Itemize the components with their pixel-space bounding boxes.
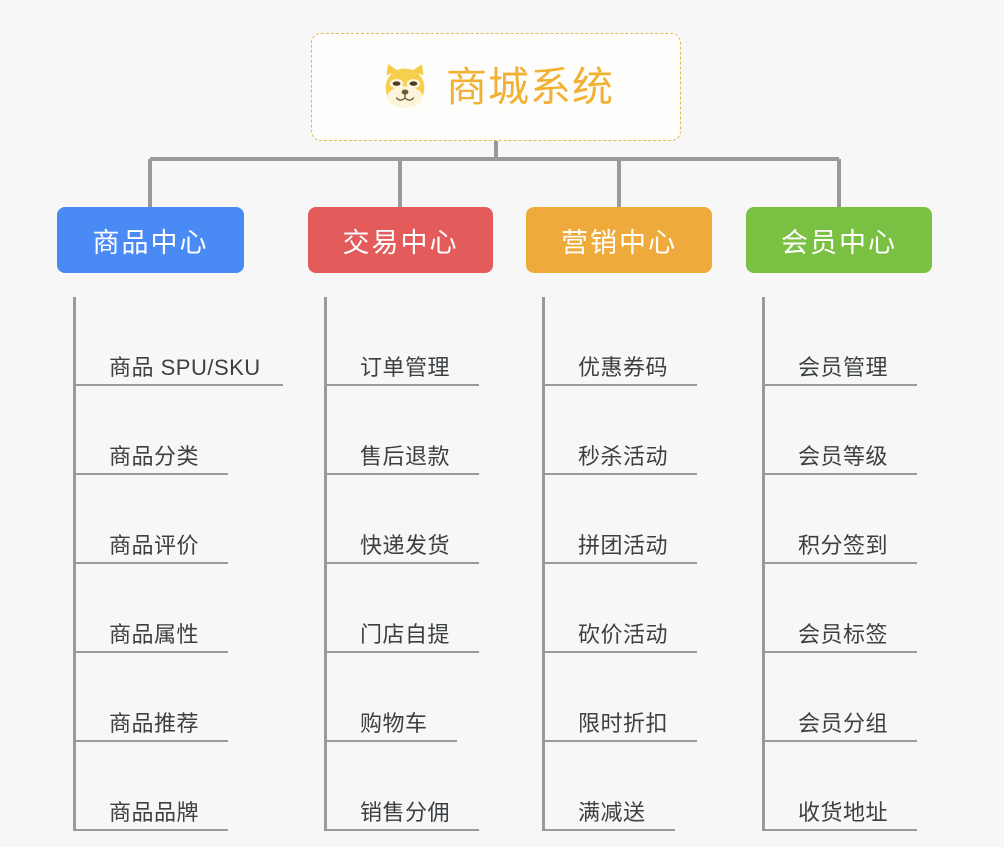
leaf-list-member-center: 会员管理 会员等级 积分签到 会员标签 会员分组 (762, 297, 932, 831)
column-marketing-center: 营销中心 优惠券码 秒杀活动 拼团活动 砍价活动 (526, 207, 712, 847)
category-header-marketing-center[interactable]: 营销中心 (526, 207, 712, 273)
leaf-underline (765, 651, 917, 653)
category-header-member-center[interactable]: 会员中心 (746, 207, 932, 273)
leaf-label: 收货地址 (798, 800, 889, 825)
list-item[interactable]: 售后退款 (327, 386, 493, 475)
leaf-label: 订单管理 (360, 355, 451, 380)
leaf-underline (765, 473, 917, 475)
leaf-label: 商品品牌 (109, 800, 200, 825)
category-header-trade-center[interactable]: 交易中心 (308, 207, 493, 273)
leaf-label: 优惠券码 (578, 355, 669, 380)
list-item[interactable]: 商品品牌 (76, 742, 244, 831)
leaf-label: 销售分佣 (360, 800, 451, 825)
list-item[interactable]: 秒杀活动 (545, 386, 712, 475)
category-label: 营销中心 (561, 227, 677, 258)
dog-face-icon (385, 64, 425, 110)
leaf-label: 限时折扣 (578, 711, 669, 736)
list-item[interactable]: 门店自提 (327, 564, 493, 653)
leaf-label: 商品分类 (109, 444, 200, 469)
list-item[interactable]: 商品推荐 (76, 653, 244, 742)
leaf-underline (545, 740, 697, 742)
list-item[interactable]: 满减送 (545, 742, 712, 831)
leaf-underline (545, 473, 697, 475)
leaf-underline (327, 829, 479, 831)
leaf-underline (327, 651, 479, 653)
leaf-label: 快递发货 (360, 533, 451, 558)
list-item[interactable]: 收货地址 (765, 742, 932, 831)
list-item[interactable]: 快递发货 (327, 475, 493, 564)
leaf-underline (76, 740, 228, 742)
root-node[interactable]: 商城系统 (311, 33, 681, 141)
leaf-underline (327, 473, 479, 475)
leaf-list-product-center: 商品 SPU/SKU 商品分类 商品评价 商品属性 商品推荐 (73, 297, 283, 831)
leaf-label: 售后退款 (360, 444, 451, 469)
list-item[interactable]: 会员标签 (765, 564, 932, 653)
leaf-label: 商品推荐 (109, 711, 200, 736)
list-item[interactable]: 限时折扣 (545, 653, 712, 742)
leaf-label: 商品评价 (109, 533, 200, 558)
list-item[interactable]: 商品 SPU/SKU (76, 297, 283, 386)
leaf-underline (76, 651, 228, 653)
column-trade-center: 交易中心 订单管理 售后退款 快递发货 门店自提 (308, 207, 493, 847)
leaf-underline (545, 829, 675, 831)
list-item[interactable]: 订单管理 (327, 297, 493, 386)
leaf-underline (327, 562, 479, 564)
category-label: 会员中心 (781, 227, 897, 258)
leaf-label: 会员标签 (798, 622, 889, 647)
leaf-underline (545, 562, 697, 564)
leaf-label: 积分签到 (798, 533, 889, 558)
leaf-label: 会员分组 (798, 711, 889, 736)
leaf-underline (327, 384, 479, 386)
list-item[interactable]: 购物车 (327, 653, 493, 742)
leaf-underline (765, 740, 917, 742)
leaf-underline (765, 384, 917, 386)
leaf-underline (76, 384, 283, 386)
list-item[interactable]: 商品分类 (76, 386, 244, 475)
leaf-label: 秒杀活动 (578, 444, 669, 469)
list-item[interactable]: 优惠券码 (545, 297, 712, 386)
leaf-underline (76, 473, 228, 475)
leaf-label: 商品 SPU/SKU (109, 355, 261, 380)
leaf-underline (327, 740, 457, 742)
leaf-underline (545, 384, 697, 386)
leaf-label: 满减送 (578, 800, 646, 825)
category-header-product-center[interactable]: 商品中心 (57, 207, 244, 273)
root-title: 商城系统 (446, 63, 614, 110)
leaf-underline (765, 829, 917, 831)
leaf-underline (76, 829, 228, 831)
category-label: 商品中心 (92, 227, 209, 258)
leaf-underline (545, 651, 697, 653)
leaf-label: 会员管理 (798, 355, 889, 380)
list-item[interactable]: 会员等级 (765, 386, 932, 475)
leaf-label: 砍价活动 (578, 622, 669, 647)
list-item[interactable]: 会员分组 (765, 653, 932, 742)
column-member-center: 会员中心 会员管理 会员等级 积分签到 会员标签 (746, 207, 932, 847)
leaf-underline (765, 562, 917, 564)
list-item[interactable]: 积分签到 (765, 475, 932, 564)
column-product-center: 商品中心 商品 SPU/SKU 商品分类 商品评价 商品属性 (57, 207, 283, 847)
leaf-label: 拼团活动 (578, 533, 669, 558)
list-item[interactable]: 会员管理 (765, 297, 932, 386)
list-item[interactable]: 商品属性 (76, 564, 244, 653)
list-item[interactable]: 拼团活动 (545, 475, 712, 564)
leaf-list-marketing-center: 优惠券码 秒杀活动 拼团活动 砍价活动 限时折扣 (542, 297, 712, 831)
leaf-label: 门店自提 (360, 622, 451, 647)
list-item[interactable]: 销售分佣 (327, 742, 493, 831)
leaf-label: 商品属性 (109, 622, 200, 647)
category-label: 交易中心 (342, 227, 459, 258)
leaf-label: 会员等级 (798, 444, 889, 469)
list-item[interactable]: 商品评价 (76, 475, 244, 564)
leaf-label: 购物车 (360, 711, 428, 736)
list-item[interactable]: 砍价活动 (545, 564, 712, 653)
leaf-list-trade-center: 订单管理 售后退款 快递发货 门店自提 购物车 (324, 297, 493, 831)
leaf-underline (76, 562, 228, 564)
